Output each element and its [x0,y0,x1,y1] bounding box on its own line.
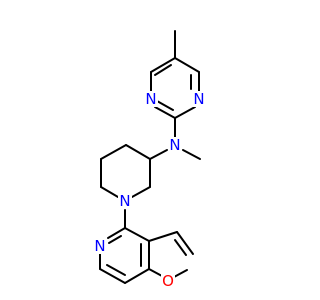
atom-o-furan: O [161,272,175,290]
bond-pyrimidine-double [154,64,172,76]
bond-pyrimidine [150,57,176,73]
bond-pyridine [124,227,150,242]
atom-label-n: N [145,90,156,108]
atom-label-layer: N N N N N O [93,90,206,290]
atom-n-pyrimidine-left: N [144,90,158,108]
bond-furan [148,268,163,277]
atom-n-amine: N [168,136,182,154]
bond-pyridine-double [106,264,126,276]
bond-pyrimidine [154,106,176,119]
bond-piperidine [131,186,151,198]
bond-furan [173,269,188,278]
bond-pyrimidine-double [156,100,174,111]
bond-furan [148,231,178,242]
bond-piperidine [125,144,151,160]
bond-pyridine-double [108,235,122,244]
atom-label-n: N [94,237,105,255]
bond-pyrimidine [174,57,200,73]
bond-n-methyl [182,149,201,160]
bond-pyridine [124,268,150,284]
bond-layer [99,30,201,284]
atom-label-n: N [119,192,130,210]
bond-piperidine [100,144,127,160]
atom-n-pyrimidine-right: N [192,90,206,108]
bond-amine-piperidine [149,149,168,160]
atom-n-piperidine: N [118,192,132,210]
atom-label-o: O [162,272,174,290]
bond-piperidine [100,186,119,198]
bond-furan [176,231,194,255]
bond-pyridine [99,268,126,284]
atom-label-n: N [169,136,180,154]
bond-furan-double [174,239,187,256]
atom-label-n: N [193,90,204,108]
bond-pyrimidine [174,106,196,119]
bond-pyridine [107,227,126,239]
atom-n-pyridine: N [93,237,107,255]
molecule-structure-diagram: N N N N N O [93,30,206,290]
